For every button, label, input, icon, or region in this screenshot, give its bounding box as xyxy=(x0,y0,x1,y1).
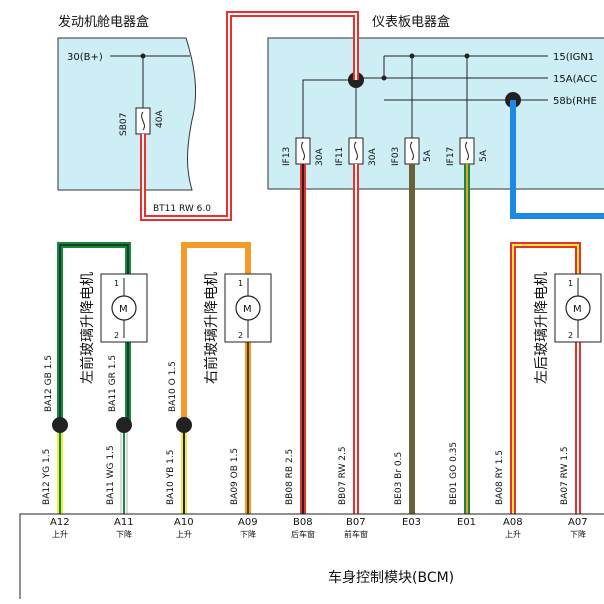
motor-right-front-pin1: 1 xyxy=(238,279,243,288)
wire-ba08-loop xyxy=(510,242,581,514)
bcm-wire-label-b08: BB08 RB 2.5 xyxy=(285,449,295,505)
pin-a09-desc: 下降 xyxy=(240,529,256,539)
bcm-wire-label-a11: BA11 WG 1.5 xyxy=(106,445,116,505)
motor-left-front-label: 左前玻璃升降电机 xyxy=(79,272,96,384)
bcm-wire-label-a08: BA08 RY 1.5 xyxy=(495,450,505,505)
engine-box xyxy=(57,37,197,191)
motor-right-front xyxy=(224,273,272,343)
wire-ba11-lower xyxy=(120,425,128,514)
motor-wire-ba10-label: BA10 O 1.5 xyxy=(168,361,178,412)
if13-lead xyxy=(302,79,356,138)
bcm-title: 车身控制模块(BCM) xyxy=(328,569,454,586)
fuse-sb07-rating: 40A xyxy=(155,110,165,128)
pin-b08-desc: 后车窗 xyxy=(291,529,315,539)
motor-left-front xyxy=(100,273,148,343)
engine-bus-label: 30(B+) xyxy=(67,52,103,63)
bcm-wire-label-a12: BA12 YG 1.5 xyxy=(42,449,52,505)
motor-left-front-pin1: 1 xyxy=(114,279,119,288)
motor-left-front-pin2: 2 xyxy=(114,331,119,340)
motor-left-front-symbol: M xyxy=(119,304,128,315)
motor-left-rear-pin2: 2 xyxy=(568,331,573,340)
fuse-if03-id: IF03 xyxy=(391,147,401,166)
fuse-if17-rating: 5A xyxy=(479,149,489,162)
pin-e01: E01 xyxy=(457,517,476,528)
pin-a12-desc: 上升 xyxy=(52,530,68,539)
bus-ign1-label: 15(IGN1 xyxy=(553,52,594,63)
fuse-if17 xyxy=(459,137,475,165)
pin-a09: A09 xyxy=(238,517,258,528)
motor-right-front-pin2: 2 xyxy=(238,331,243,340)
dash-box-title: 仪表板电器盒 xyxy=(372,14,450,30)
pin-a08: A08 xyxy=(503,517,523,528)
fuse-if13-id: IF13 xyxy=(282,147,292,166)
pin-a12: A12 xyxy=(50,517,70,528)
bcm-wire-label-e03: BE03 Br 0.5 xyxy=(394,452,404,505)
pin-e03: E03 xyxy=(402,517,421,528)
engine-box-title: 发动机舱电器盒 xyxy=(58,14,149,30)
motor-right-front-symbol: M xyxy=(243,304,252,315)
bcm-wire-label-e01: BE01 GO 0.35 xyxy=(449,442,459,505)
pin-a11: A11 xyxy=(114,517,134,528)
motor-left-rear xyxy=(554,273,602,343)
fuse-if13 xyxy=(295,137,311,165)
bcm-wire-label-b07: BB07 RW 2.5 xyxy=(338,446,348,505)
bus-rhe-label: 58b(RHE xyxy=(553,96,597,107)
motor-left-rear-symbol: M xyxy=(573,304,582,315)
splice-ba11 xyxy=(116,417,132,433)
pin-b08: B08 xyxy=(293,517,313,528)
motor-right-front-label: 右前玻璃升降电机 xyxy=(203,272,220,384)
pin-a10: A10 xyxy=(174,517,194,528)
pin-a11-desc: 下降 xyxy=(116,529,132,539)
wire-ba10-loop xyxy=(181,242,251,514)
bcm-wire-label-a07: BA07 RW 1.5 xyxy=(560,446,570,505)
fuse-if03 xyxy=(404,137,420,165)
pin-a08-desc: 上升 xyxy=(505,530,521,539)
wire-bt11-label: BT11 RW 6.0 xyxy=(153,204,211,214)
fuse-if13-rating: 30A xyxy=(315,148,325,166)
wire-blue xyxy=(510,100,604,219)
pin-b07: B07 xyxy=(346,517,366,528)
fuse-if11 xyxy=(348,137,364,165)
fuse-sb07 xyxy=(135,107,151,135)
fuse-if17-id: IF17 xyxy=(446,147,456,166)
pin-a07: A07 xyxy=(568,517,588,528)
fuse-sb07-id: SB07 xyxy=(119,113,129,136)
motor-left-rear-pin1: 1 xyxy=(568,279,573,288)
splice-ba12 xyxy=(52,417,68,433)
bcm-wire-label-a09: BA09 OB 1.5 xyxy=(230,448,240,505)
pin-b07-desc: 前车窗 xyxy=(344,529,368,539)
motor-left-rear-label: 左后玻璃升降电机 xyxy=(533,272,550,384)
fuse-if11-id: IF11 xyxy=(335,147,345,166)
wire-bt11 xyxy=(140,11,359,221)
motor-wire-ba11-label: BA11 GR 1.5 xyxy=(108,355,118,412)
bus-acc-label: 15A(ACC xyxy=(553,74,597,85)
fuse-if03-rating: 5A xyxy=(423,149,433,162)
dash-box xyxy=(267,37,604,190)
bcm-wire-label-a10: BA10 YB 1.5 xyxy=(166,450,176,506)
motor-wire-ba12-label: BA12 GB 1.5 xyxy=(44,355,54,412)
pin-a10-desc: 上升 xyxy=(176,530,192,539)
fuse-if11-rating: 30A xyxy=(368,148,378,166)
pin-a07-desc: 下降 xyxy=(570,529,586,539)
splice-ba10 xyxy=(176,417,192,433)
bcm-box xyxy=(19,513,604,599)
